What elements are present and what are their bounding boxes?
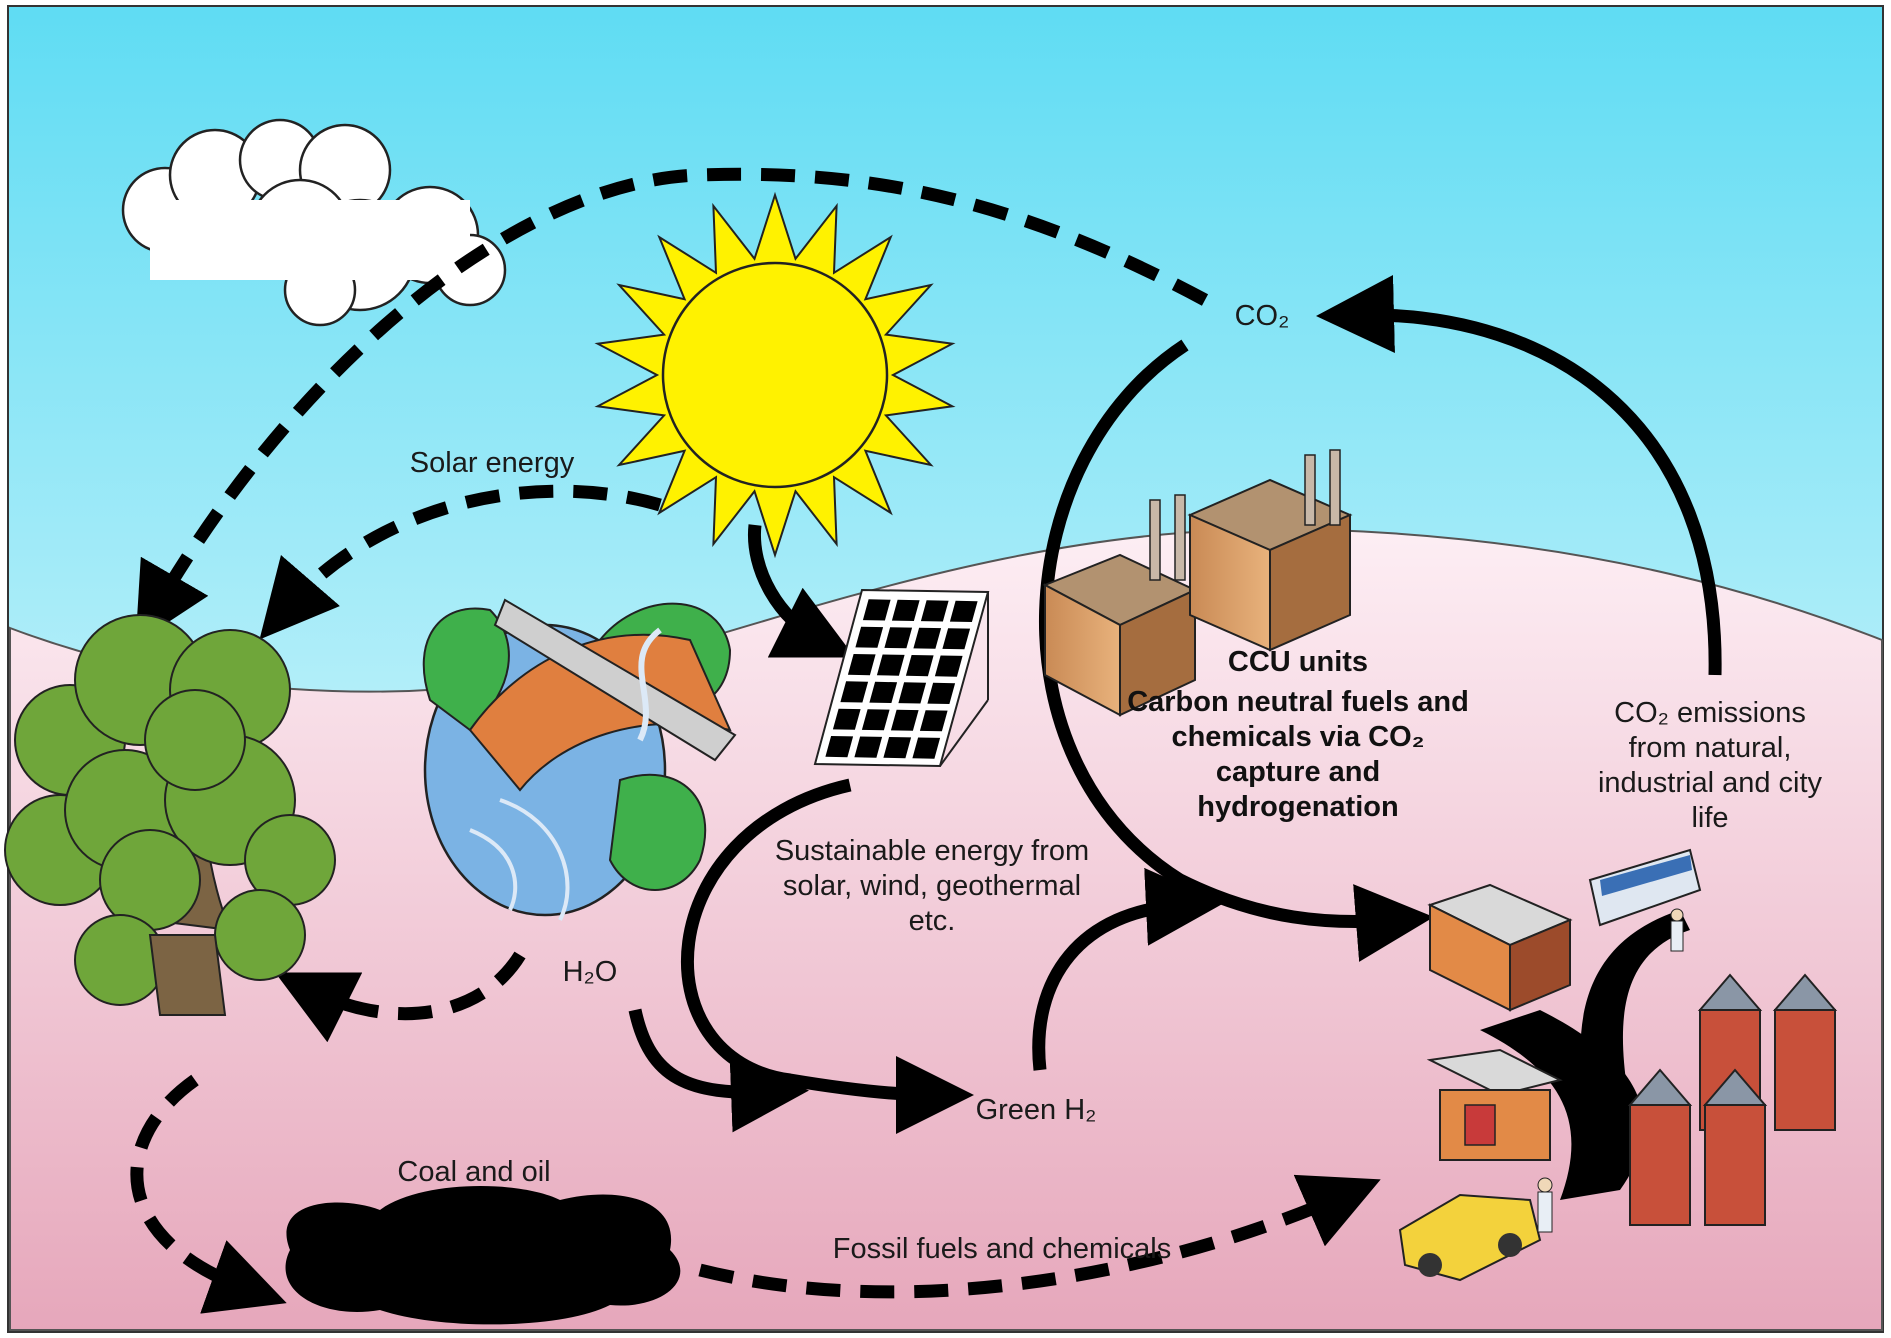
co2-top-label: CO₂: [1235, 300, 1290, 332]
sustainable-line-1: Sustainable energy from: [775, 835, 1089, 867]
factory-icon: [1042, 449, 1353, 717]
solar-cell: [832, 708, 861, 730]
arrow-h2o-to-green-h2: [628, 1008, 809, 1133]
solar-cell: [847, 654, 876, 676]
solar-cell: [920, 600, 949, 622]
tree-icon: [4, 614, 336, 1016]
arrow-h2o-to-tree: [275, 951, 526, 1043]
emissions-line-3: industrial and city: [1598, 767, 1823, 799]
solar-cell: [891, 599, 920, 621]
solar-cell: [898, 682, 927, 704]
solar-cell: [876, 654, 905, 676]
arrow-sun-to-panel: [747, 524, 855, 658]
fossil-fuels-label: Fossil fuels and chemicals: [833, 1233, 1171, 1265]
arrow-solar-to-tree: [259, 484, 662, 640]
ccu-line-4: hydrogenation: [1197, 791, 1398, 823]
emissions-line-2: from natural,: [1629, 732, 1792, 764]
solar-cell: [862, 599, 891, 621]
arrow-co2-to-tree: [135, 167, 1209, 644]
solar-cell: [890, 709, 919, 731]
arrow-tree-to-coal: [130, 1074, 287, 1314]
h2o-label: H₂O: [563, 956, 618, 988]
ccu-line-3: capture and: [1216, 756, 1380, 788]
solar-energy-label: Solar energy: [410, 447, 575, 479]
emissions-line-4: life: [1691, 802, 1728, 834]
solar-cell: [927, 682, 956, 704]
solar-cell: [942, 628, 971, 650]
solar-cell: [905, 655, 934, 677]
solar-cell: [854, 736, 883, 758]
solar-cell: [949, 600, 978, 622]
arrow-sustainable-to-green-h2: [680, 778, 974, 1134]
city-icon: [1398, 848, 1838, 1282]
ccu-line-1: Carbon neutral fuels and: [1127, 686, 1469, 718]
hydro-dam-icon: [422, 598, 737, 921]
solar-cell: [861, 709, 890, 731]
sun-icon: [594, 191, 956, 559]
solar-cell: [913, 627, 942, 649]
solar-panel-icon: [813, 588, 990, 768]
coal-oil-label: Coal and oil: [397, 1156, 550, 1188]
solar-cell: [840, 681, 869, 703]
solar-cell: [883, 737, 912, 759]
arrow-emissions-to-co2: [1316, 275, 1722, 676]
sustainable-line-2: solar, wind, geothermal: [783, 870, 1081, 902]
solar-cell: [884, 627, 913, 649]
ccu-line-2: chemicals via CO₂: [1171, 721, 1424, 753]
solar-cell: [934, 655, 963, 677]
green-h2-label: Green H₂: [976, 1094, 1097, 1126]
solar-cell: [855, 626, 884, 648]
solar-cell: [825, 736, 854, 758]
emissions-line-1: CO₂ emissions: [1614, 697, 1806, 729]
solar-cell: [869, 681, 898, 703]
solar-cell: [919, 710, 948, 732]
solar-cell: [912, 737, 941, 759]
coal-oil-blob: [285, 1186, 681, 1325]
arrow-green-h2-to-ccu: [1032, 867, 1224, 1071]
arrow-fossil-to-city: [698, 1174, 1381, 1299]
sustainable-line-3: etc.: [909, 905, 956, 937]
ccu-title: CCU units: [1228, 646, 1368, 678]
arrow-co2-through-ccu-to-city: [1039, 339, 1434, 962]
